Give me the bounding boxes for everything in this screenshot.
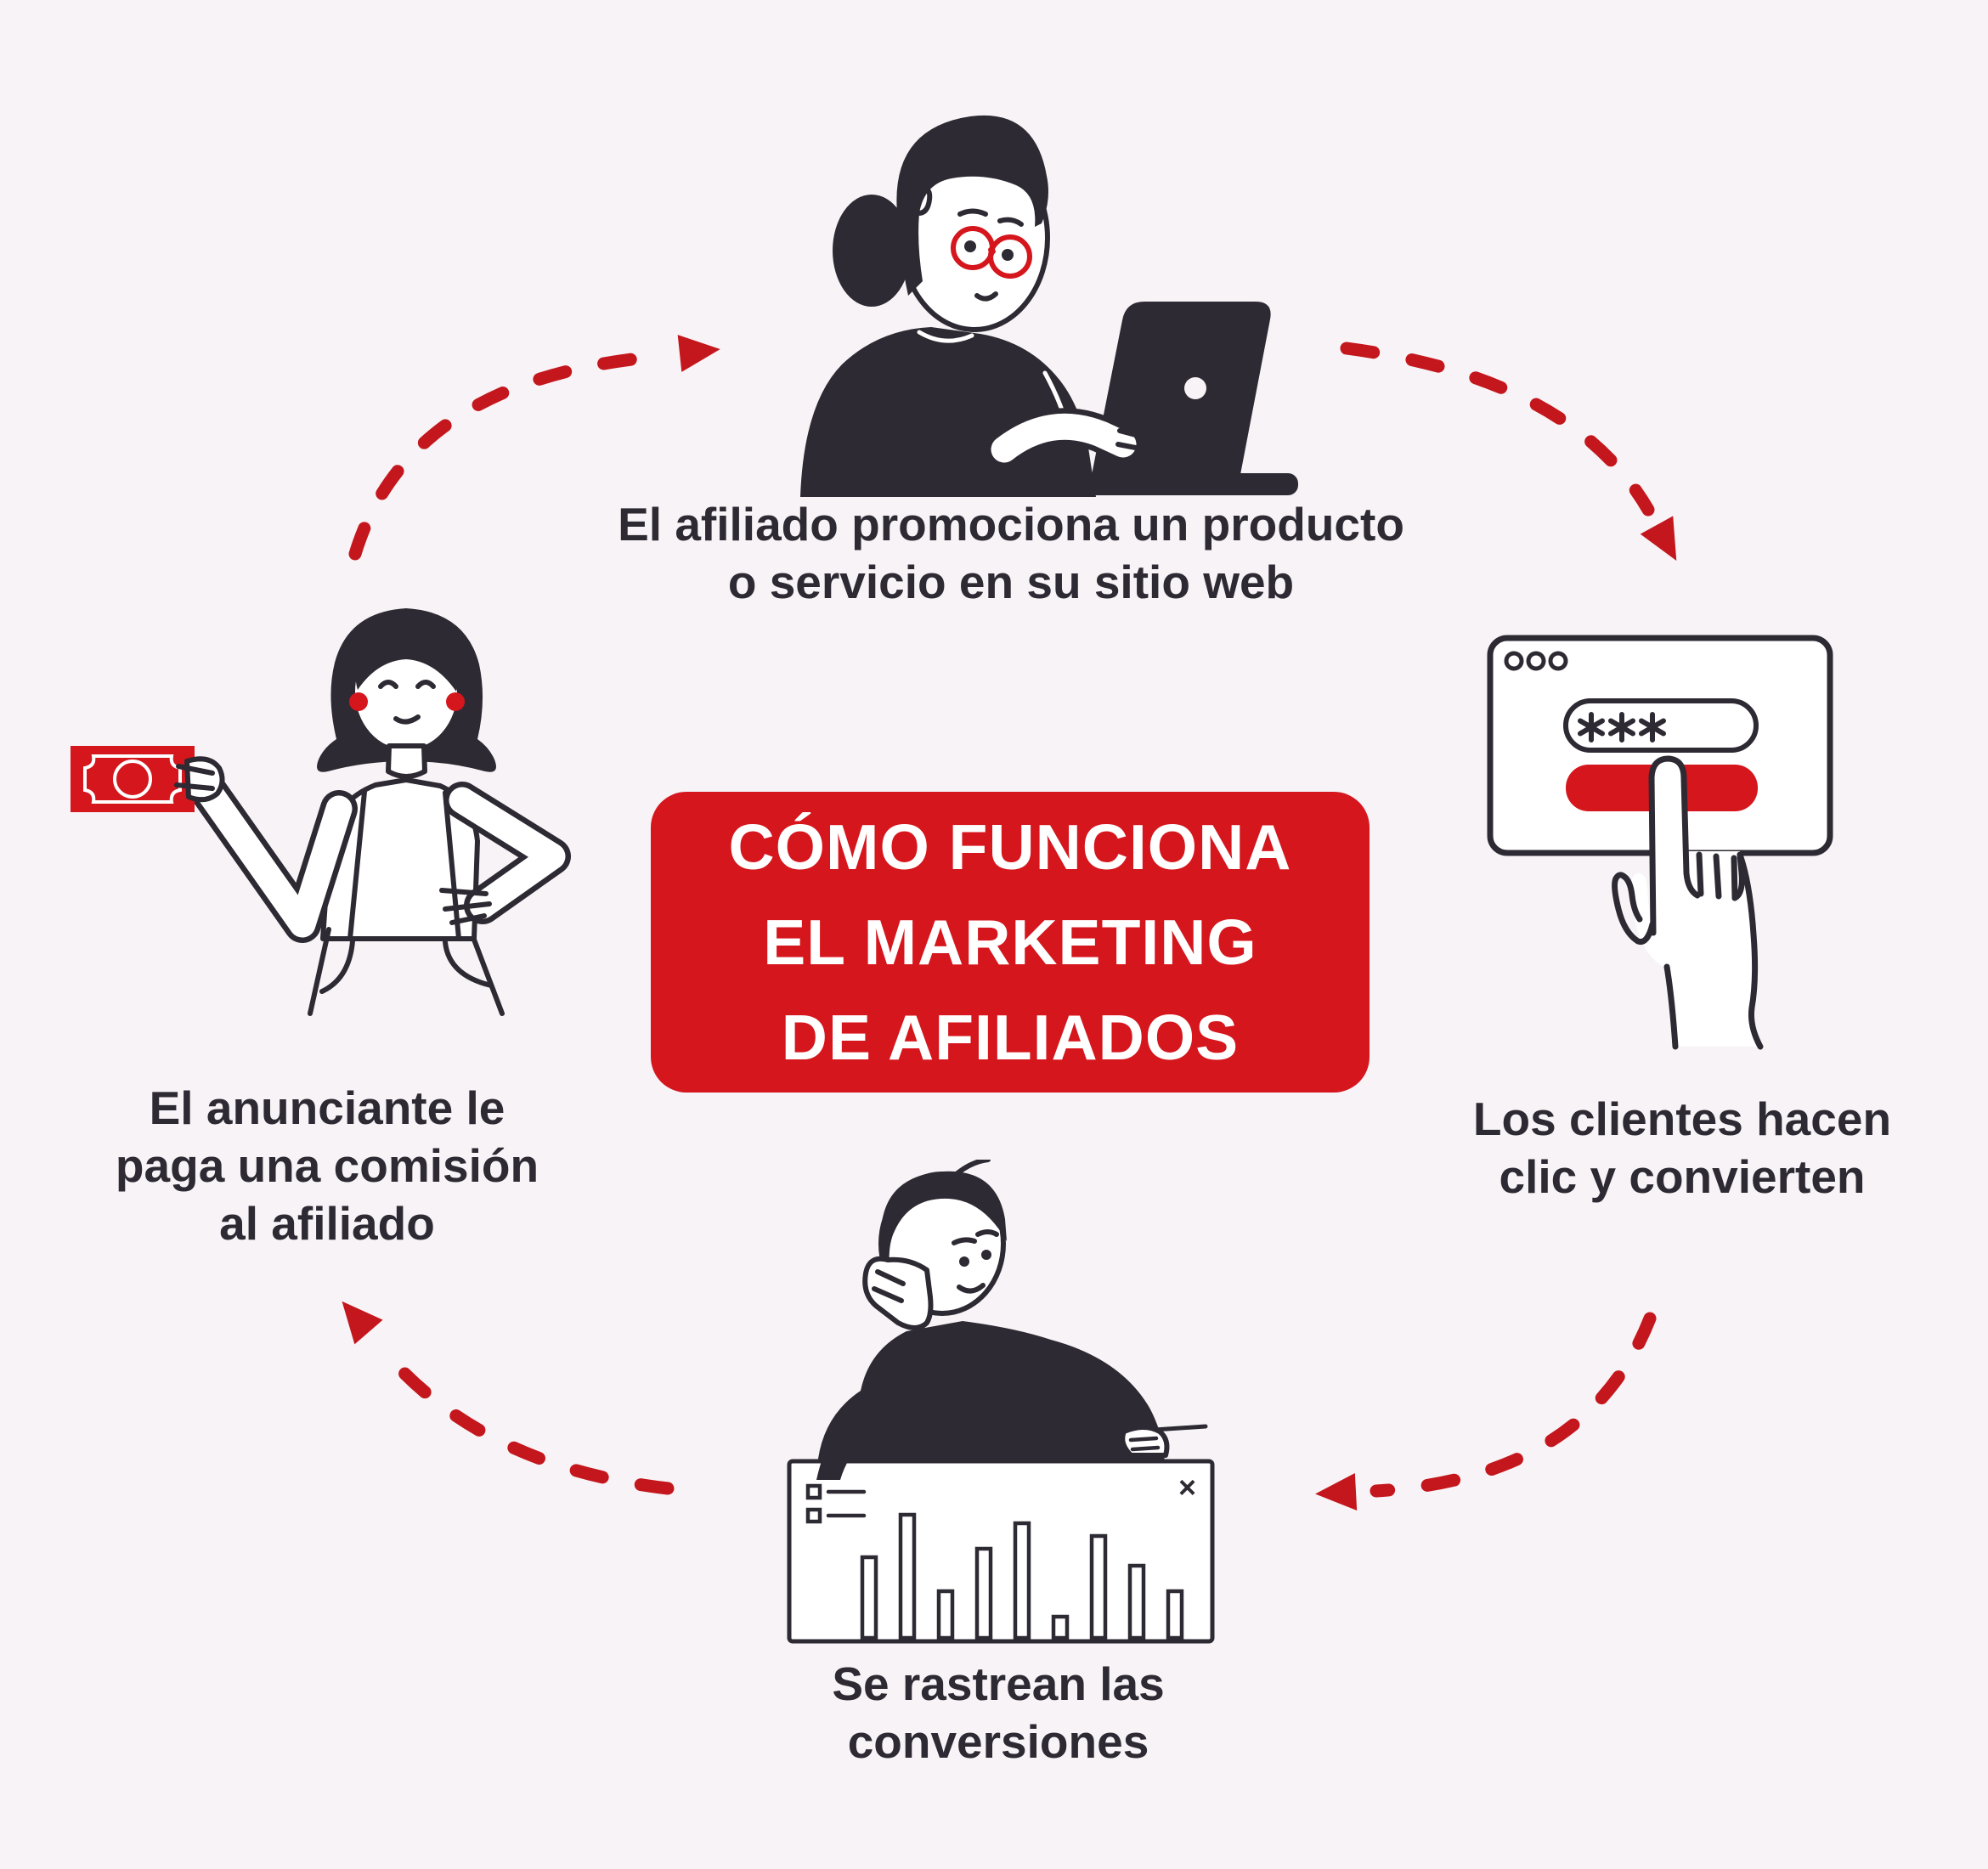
smile — [974, 291, 998, 302]
list-icon — [805, 1483, 867, 1524]
smile — [957, 1283, 986, 1294]
bangs — [355, 629, 458, 692]
eye — [959, 1256, 969, 1267]
hip-fingers — [439, 888, 492, 925]
bill-fingers — [174, 764, 215, 791]
ear — [916, 187, 933, 216]
illustration-advertiser-pays — [71, 608, 571, 1016]
eyebrows — [952, 1229, 999, 1245]
laptop-logo — [1184, 377, 1206, 399]
eye — [1002, 249, 1014, 261]
pocket-lines — [319, 939, 494, 994]
caption-line: paga una comisión — [115, 1139, 539, 1192]
collar-line — [917, 330, 974, 343]
body — [818, 1321, 1166, 1476]
arrowhead-icon — [1315, 1473, 1358, 1510]
illustration-customers-convert — [1487, 635, 1833, 1050]
caption-affiliate-promotes: El afiliado promociona un producto o ser… — [374, 495, 1648, 611]
arrowhead-icon — [677, 335, 720, 372]
earring-icon — [349, 692, 368, 711]
hand-on-bill — [184, 756, 225, 803]
illustration-affiliate-promotes — [800, 115, 1298, 497]
title-line: DE AFILIADOS — [781, 1002, 1240, 1073]
caption-line: El anunciante le — [149, 1081, 505, 1134]
eye — [981, 1250, 991, 1260]
cheek-fingers — [872, 1269, 906, 1303]
glasses-icon — [951, 226, 1032, 279]
caption-line: Los clientes hacen — [1472, 1093, 1892, 1145]
caption-line: Se rastrean las — [832, 1657, 1165, 1710]
password-field — [1563, 698, 1759, 753]
man-tracking — [818, 1160, 1166, 1476]
arrow-right-to-bottom — [1315, 1312, 1657, 1510]
right-hand — [1120, 1425, 1170, 1458]
window-frame — [787, 1459, 1215, 1644]
money-bill-icon — [71, 746, 195, 812]
title-line: EL MARKETING — [763, 906, 1257, 978]
eye — [964, 240, 976, 252]
arrowhead-icon — [1640, 516, 1677, 561]
vest-lines — [347, 789, 461, 941]
pointing-hand-icon — [1612, 755, 1764, 1050]
arms-over-window — [816, 1401, 1208, 1480]
earring-icon — [446, 692, 465, 711]
title-card: CÓMO FUNCIONA EL MARKETING DE AFILIADOS — [651, 792, 1370, 1093]
arrow-bottom-to-left — [342, 1301, 675, 1495]
hair-bun — [833, 195, 911, 307]
title-line: CÓMO FUNCIONA — [728, 811, 1292, 883]
closed-eyes — [378, 680, 436, 689]
caption-line: El afiliado promociona un producto — [618, 498, 1404, 551]
hair — [896, 115, 1048, 296]
left-forearm — [816, 1401, 890, 1480]
close-icon: × — [1178, 1470, 1196, 1505]
analytics-window: × — [787, 1459, 1215, 1644]
arrowhead-icon — [342, 1301, 383, 1345]
password-asterisks — [1578, 712, 1666, 743]
arrow-top-to-right — [1340, 342, 1677, 561]
caption-advertiser-pays: El anunciante le paga una comisión al af… — [30, 1079, 624, 1252]
bar-chart — [860, 1512, 1184, 1640]
caption-line: al afiliado — [219, 1197, 435, 1250]
skirt-lines — [308, 927, 505, 1016]
caption-line: conversiones — [847, 1715, 1149, 1768]
hand-on-cheek — [862, 1256, 934, 1330]
woman-affiliate — [800, 115, 1298, 497]
hair-quiff — [955, 1160, 991, 1176]
arrow-left-to-top — [348, 335, 720, 561]
illustration-conversions-tracked: × — [787, 1160, 1215, 1644]
hand-fingers — [1115, 428, 1148, 452]
smile — [393, 714, 421, 725]
caption-line: o servicio en su sitio web — [727, 556, 1295, 608]
woman-advertiser — [71, 608, 571, 1016]
window-dots-icon — [1504, 651, 1568, 671]
eyebrows — [957, 208, 1024, 227]
caption-customers-convert: Los clientes hacen clic y convierten — [1385, 1090, 1980, 1206]
right-hand-fingers — [1128, 1436, 1161, 1452]
caption-conversions-tracked: Se rastrean las conversiones — [701, 1655, 1296, 1770]
hair — [880, 1171, 1007, 1270]
caption-line: clic y convierten — [1499, 1150, 1866, 1203]
neck — [386, 743, 427, 779]
